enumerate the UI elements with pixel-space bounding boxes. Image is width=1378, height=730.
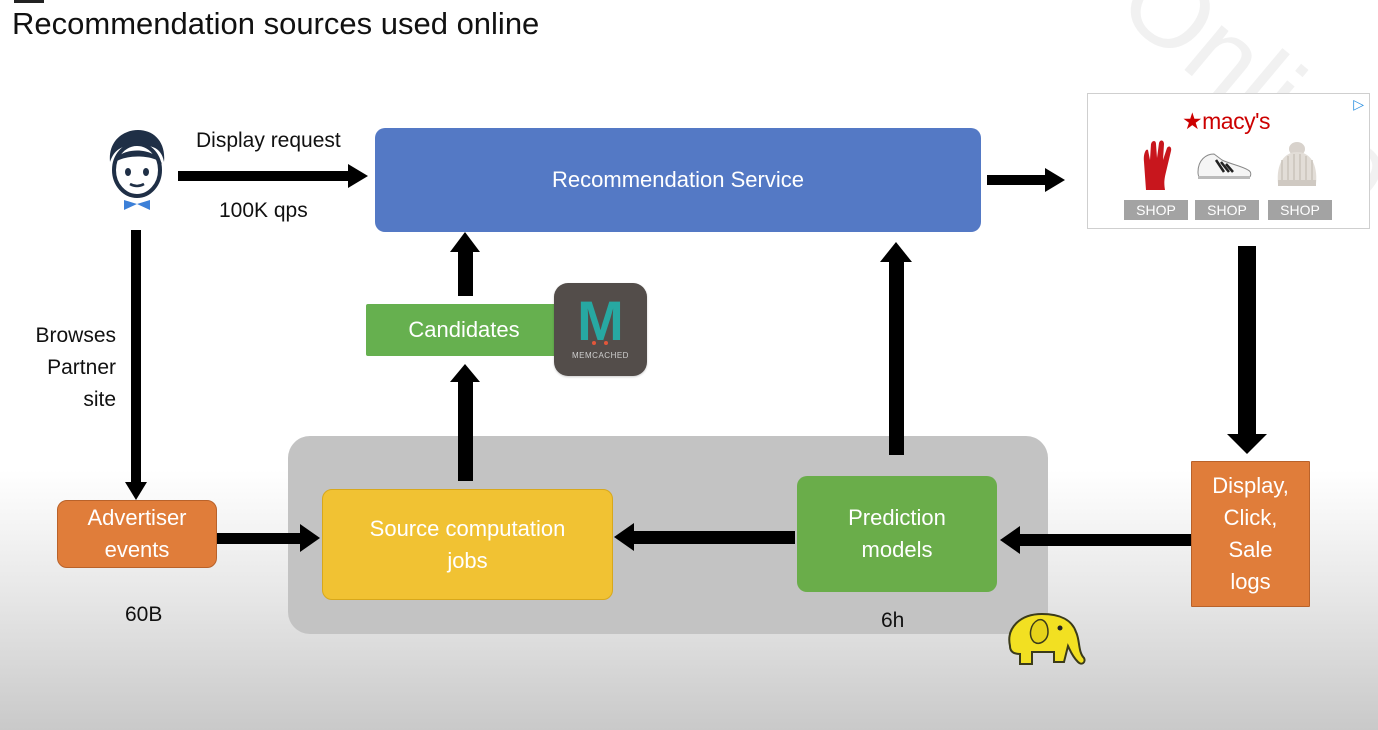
source-computation-label: Source computation jobs (370, 513, 566, 577)
logs-line-4: logs (1230, 569, 1271, 594)
arrow-logs-to-pred-head (1000, 526, 1020, 554)
display-click-sale-logs-box: Display, Click, Sale logs (1191, 461, 1310, 607)
browses-line-1: Browses (35, 324, 116, 347)
memcached-caption: MEMCACHED (572, 351, 629, 360)
slide-title: Recommendation sources used online (12, 6, 540, 41)
advertiser-events-label: Advertiser events (87, 502, 186, 566)
beanie-icon (1277, 142, 1317, 186)
hadoop-elephant-icon (1008, 612, 1086, 665)
arrow-to-ad (987, 175, 1047, 185)
candidates-box: Candidates (366, 304, 562, 356)
browses-partner-site-label: Browses Partner site (26, 320, 116, 416)
user-avatar-icon (109, 130, 165, 210)
logs-line-2: Click, (1223, 505, 1278, 530)
shop-button-3[interactable]: SHOP (1268, 200, 1332, 220)
logs-label: Display, Click, Sale logs (1212, 470, 1289, 598)
recommendation-service-label: Recommendation Service (552, 167, 804, 192)
logs-line-3: Sale (1228, 537, 1273, 562)
advertiser-events-line-2: events (104, 537, 170, 562)
arrow-browses-head (125, 482, 147, 500)
arrow-pred-to-rec-head (880, 242, 912, 262)
adchoices-icon[interactable]: ▷ (1353, 96, 1364, 112)
prediction-models-box: Prediction models (797, 476, 997, 592)
macys-star-icon: ★ (1182, 108, 1203, 134)
arrow-request (178, 171, 350, 181)
qps-label: 100K qps (219, 199, 308, 222)
source-computation-jobs-box: Source computation jobs (322, 489, 613, 600)
top-decoration (14, 0, 44, 3)
shop-button-2[interactable]: SHOP (1195, 200, 1259, 220)
arrow-browses (131, 230, 141, 484)
macys-ad-banner[interactable]: ▷ ★macy's SHOP SHOP SHOP (1087, 93, 1370, 229)
memcached-dot-left (592, 341, 596, 345)
arrow-adv-to-src (217, 533, 303, 544)
arrow-pred-to-src-head (614, 523, 634, 551)
arrow-request-head (348, 164, 368, 188)
prediction-interval-label: 6h (881, 609, 905, 632)
candidates-label: Candidates (408, 317, 520, 342)
arrow-ad-to-logs (1238, 246, 1256, 436)
logs-line-1: Display, (1212, 473, 1289, 498)
macys-brand-text: macy's (1202, 108, 1270, 134)
events-count-label: 60B (125, 603, 163, 626)
arrow-logs-to-pred (1018, 534, 1191, 546)
prediction-models-label: Prediction models (848, 502, 946, 566)
source-computation-line-1: Source computation (369, 515, 566, 541)
arrow-to-ad-head (1045, 168, 1065, 192)
shop-button-1[interactable]: SHOP (1124, 200, 1188, 220)
advertiser-events-box: Advertiser events (57, 500, 217, 568)
arrow-src-to-cand-head (450, 364, 480, 382)
memcached-logo-icon: M MEMCACHED (554, 283, 647, 376)
prediction-models-line-1: Prediction (848, 505, 946, 530)
glove-icon (1143, 140, 1172, 190)
arrow-pred-to-rec (889, 260, 904, 455)
advertiser-events-line-1: Advertiser (87, 505, 187, 530)
arrow-pred-to-src (632, 531, 795, 544)
memcached-dot-right (604, 341, 608, 345)
macys-brand: ★macy's (1182, 108, 1270, 135)
arrow-ad-to-logs-head (1227, 434, 1267, 454)
source-computation-line-2: jobs (447, 547, 488, 573)
browses-line-2: Partner (47, 356, 116, 379)
arrow-cand-to-rec-head (450, 232, 480, 252)
display-request-label: Display request (196, 129, 341, 152)
arrow-src-to-cand (458, 380, 473, 481)
sneaker-icon (1197, 153, 1252, 179)
recommendation-service-box: Recommendation Service (375, 128, 981, 232)
arrow-cand-to-rec (458, 248, 473, 296)
arrow-adv-to-src-head (300, 524, 320, 552)
memcached-letter: M (577, 289, 624, 352)
prediction-models-line-2: models (861, 537, 933, 562)
browses-line-3: site (83, 388, 116, 411)
